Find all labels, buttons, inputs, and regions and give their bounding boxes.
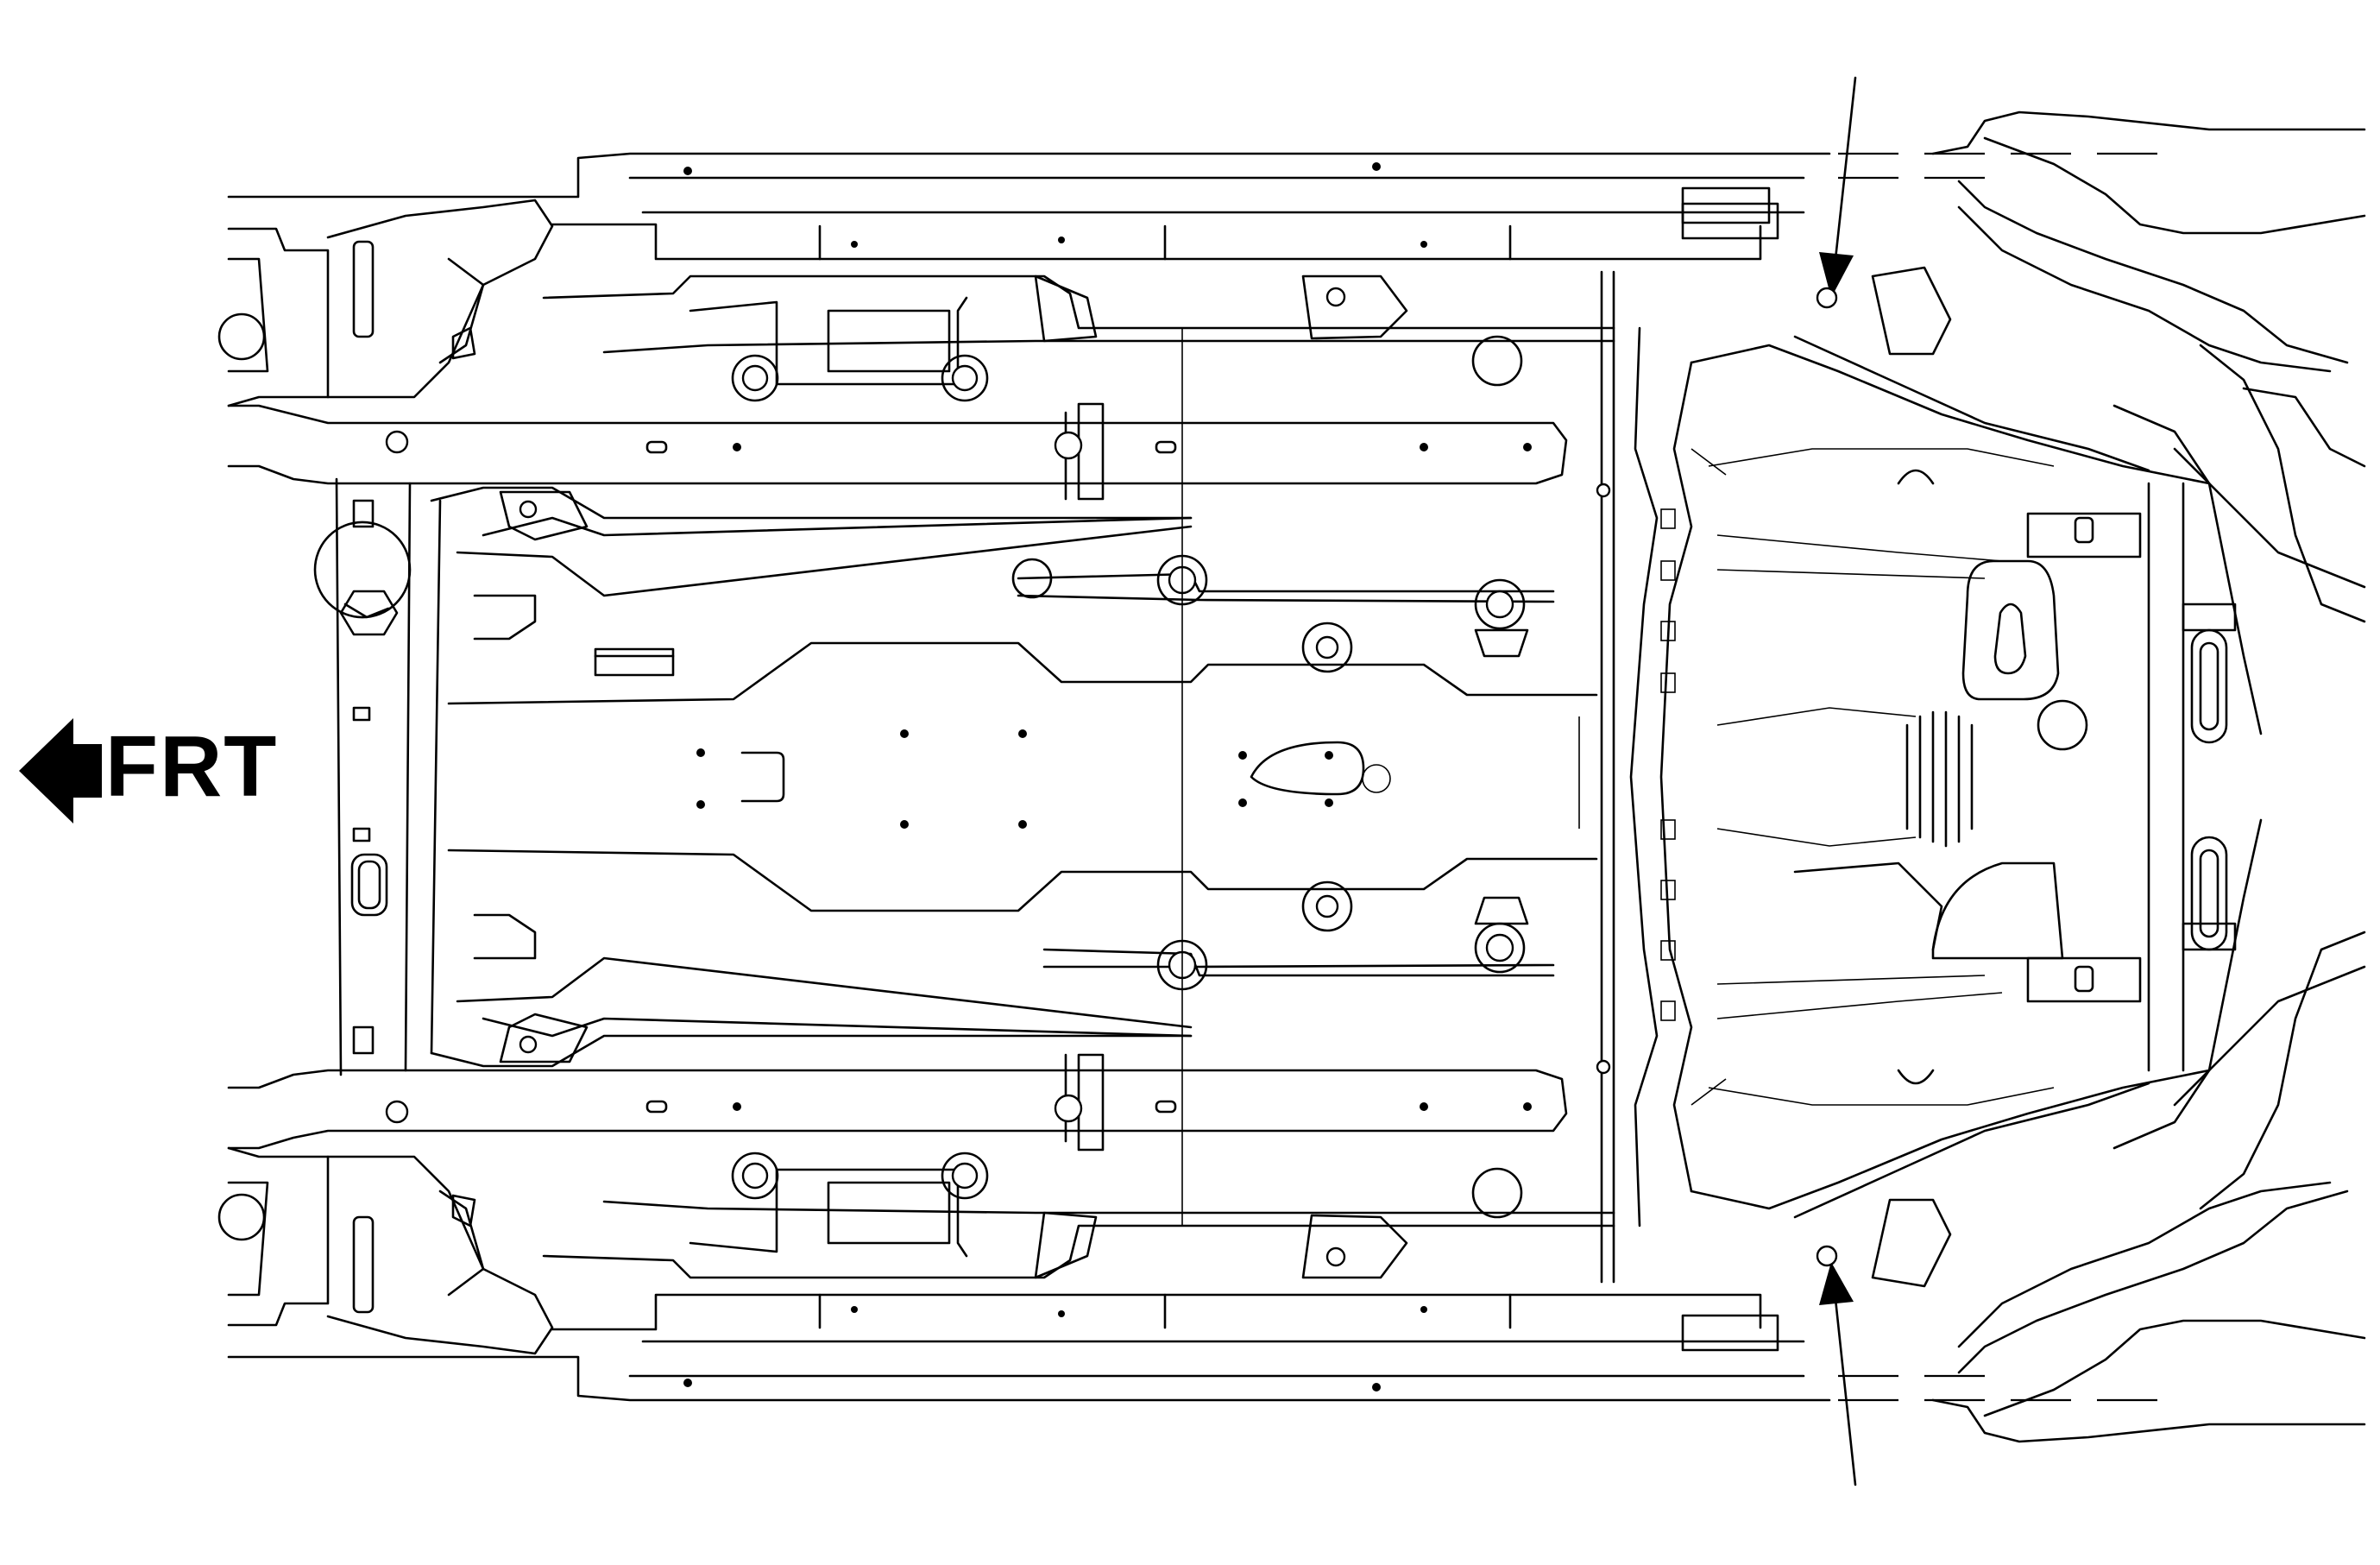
front-suspension-upper (217, 199, 554, 407)
center-tunnel (447, 328, 1598, 1226)
indicator-arrow-upper (1816, 76, 1857, 309)
lower-floor-channel (542, 1152, 1615, 1279)
upper-frame-rail (227, 402, 1568, 501)
lower-rocker-panel (227, 1293, 2175, 1402)
upper-floor-channel (542, 186, 1771, 402)
rear-axle-brackets (2147, 482, 2237, 1072)
front-crossmember (313, 477, 442, 1076)
rear-upper-fender (1816, 110, 2366, 735)
arrow-left-icon (19, 718, 102, 824)
mounting-holes (683, 162, 1427, 1391)
upper-inner-rail (430, 486, 1555, 658)
front-suspension-lower (217, 1146, 554, 1355)
rear-crossmember (1596, 270, 1693, 1284)
lower-frame-rail (227, 1053, 1568, 1152)
rear-floor-pan (1690, 335, 2211, 1219)
lower-inner-rail (430, 896, 1555, 1068)
indicator-arrow-lower (1816, 1245, 1857, 1486)
rear-lower-fender (1816, 818, 2366, 1443)
front-direction-label: FRT (105, 718, 279, 815)
upper-rocker-panel (227, 152, 2175, 261)
